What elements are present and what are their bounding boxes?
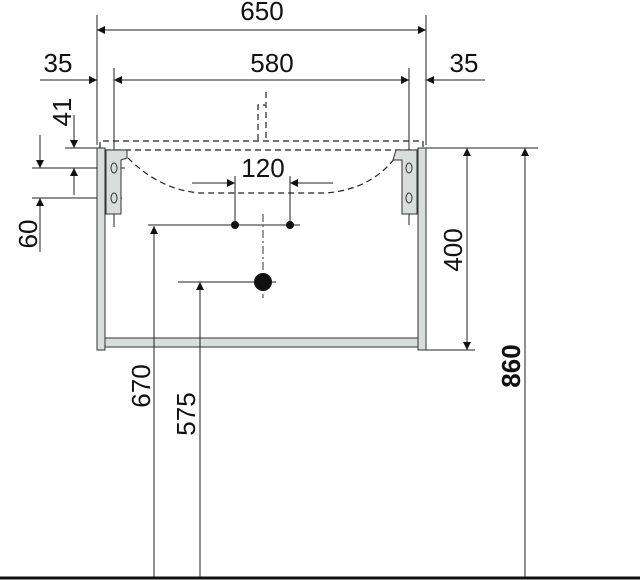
left-panel bbox=[96, 147, 106, 351]
tap-hole-right bbox=[286, 221, 294, 229]
dimension-860: 860 bbox=[496, 148, 529, 577]
dim-label-860: 860 bbox=[496, 344, 526, 387]
dimension-650: 650 bbox=[97, 0, 426, 34]
countertop-outline bbox=[99, 140, 424, 151]
dim-label-575: 575 bbox=[171, 392, 201, 435]
drain-hole bbox=[254, 273, 272, 291]
dimension-35-left: 35 bbox=[40, 48, 97, 84]
dimension-35-right: 35 bbox=[426, 48, 485, 84]
dimension-575: 575 bbox=[171, 282, 204, 577]
dimension-60: 60 bbox=[13, 135, 44, 252]
dimension-670: 670 bbox=[126, 226, 158, 577]
tap-outline bbox=[257, 92, 267, 140]
cabinet bbox=[96, 147, 427, 351]
dimension-400: 400 bbox=[438, 148, 471, 350]
extension-lines bbox=[32, 15, 538, 351]
left-bracket bbox=[105, 149, 128, 215]
dim-label-120: 120 bbox=[241, 153, 284, 183]
right-panel bbox=[417, 147, 427, 351]
dim-label-580: 580 bbox=[250, 48, 293, 78]
dim-label-41: 41 bbox=[47, 98, 77, 127]
basin-outline bbox=[127, 157, 396, 194]
right-bracket bbox=[392, 149, 418, 215]
dimension-120: 120 bbox=[192, 153, 333, 225]
tap-hole-left bbox=[231, 221, 239, 229]
dim-label-400: 400 bbox=[438, 228, 468, 271]
dim-label-650: 650 bbox=[240, 0, 283, 26]
dimension-41: 41 bbox=[47, 98, 78, 195]
dim-label-35-left: 35 bbox=[44, 48, 73, 78]
dim-label-670: 670 bbox=[126, 364, 156, 407]
dimension-580: 580 bbox=[114, 48, 409, 84]
bottom-rail bbox=[104, 337, 419, 348]
dim-label-60: 60 bbox=[13, 220, 43, 249]
dim-label-35-right: 35 bbox=[450, 48, 479, 78]
